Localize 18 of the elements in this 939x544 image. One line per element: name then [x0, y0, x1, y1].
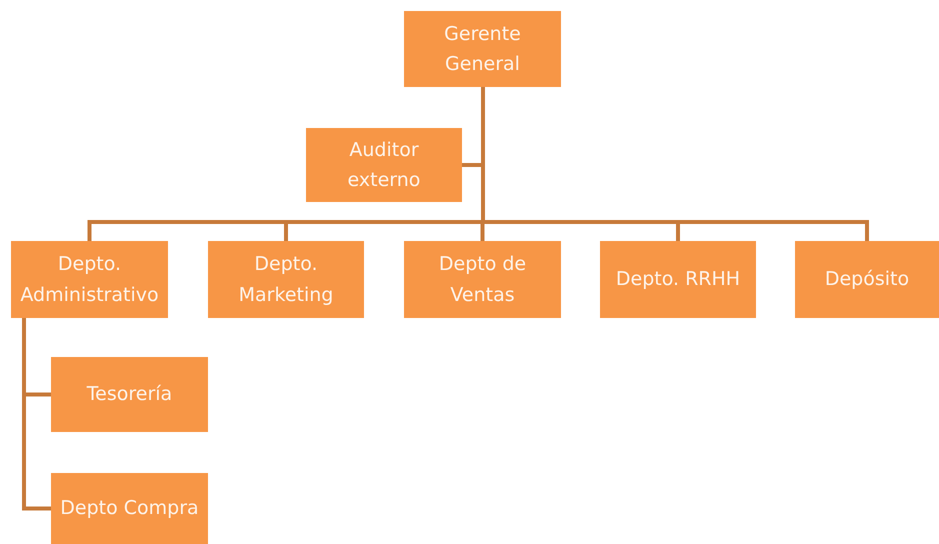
box-label: Tesorería — [86, 382, 172, 408]
org-box — [600, 241, 756, 318]
box-label: Depto. RRHH — [616, 267, 740, 292]
box-label: Gerente General — [443, 22, 522, 77]
org-box — [11, 241, 168, 318]
box-label: Auditor externo — [346, 138, 422, 193]
org-box — [404, 241, 561, 318]
box-label: Depósito — [824, 267, 910, 292]
box-label: Depto Compra — [60, 496, 199, 522]
org-box — [208, 241, 364, 318]
org-box — [51, 357, 208, 432]
org-box — [404, 11, 561, 87]
org-box — [51, 473, 208, 544]
box-label: Depto. Administrativo — [19, 252, 160, 308]
org-box — [306, 128, 462, 202]
box-label: Depto de Ventas — [438, 252, 528, 308]
org-box — [795, 241, 939, 318]
box-label: Depto. Marketing — [238, 252, 334, 308]
